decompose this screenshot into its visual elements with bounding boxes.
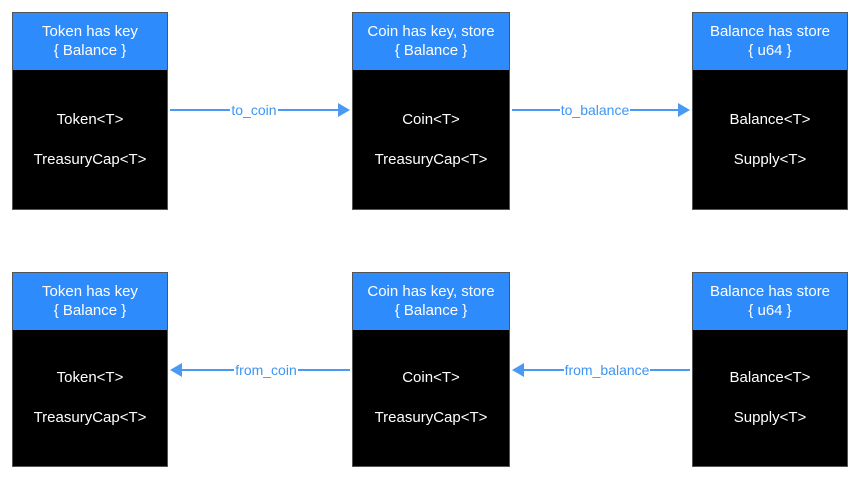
node-header-line-2: { Balance } — [394, 42, 468, 59]
node-coin-top[interactable]: Coin has key, store { Balance } Coin<T> … — [352, 12, 510, 210]
node-body-line-1: Token<T> — [56, 110, 124, 128]
node-token-top[interactable]: Token has key { Balance } Token<T> Treas… — [12, 12, 168, 210]
node-header-line-2: { Balance } — [53, 42, 127, 59]
edge-line-segment — [650, 369, 691, 371]
edge-label-to-coin: to_coin — [231, 102, 277, 118]
node-body: Token<T> TreasuryCap<T> — [13, 70, 167, 209]
node-header-line-2: { u64 } — [748, 42, 792, 59]
node-header-line-1: Token has key — [42, 283, 138, 300]
node-header: Coin has key, store { Balance } — [353, 13, 509, 70]
edge-label-to-balance: to_balance — [560, 102, 630, 118]
edge-line-segment — [182, 369, 235, 371]
edge-from-balance: from_balance — [512, 357, 691, 383]
node-body: Coin<T> TreasuryCap<T> — [353, 70, 509, 209]
node-token-bottom[interactable]: Token has key { Balance } Token<T> Treas… — [12, 272, 168, 467]
edge-to-balance: to_balance — [512, 97, 691, 123]
arrow-right-icon — [678, 103, 691, 117]
node-body-line-2: Supply<T> — [733, 150, 807, 168]
node-balance-top[interactable]: Balance has store { u64 } Balance<T> Sup… — [692, 12, 848, 210]
node-body-line-1: Coin<T> — [402, 110, 460, 128]
node-body-line-2: TreasuryCap<T> — [33, 409, 147, 426]
node-body: Balance<T> Supply<T> — [693, 70, 847, 209]
node-balance-bottom[interactable]: Balance has store { u64 } Balance<T> Sup… — [692, 272, 848, 467]
node-header-line-2: { Balance } — [53, 302, 127, 319]
node-coin-bottom[interactable]: Coin has key, store { Balance } Coin<T> … — [352, 272, 510, 467]
node-body-line-2: TreasuryCap<T> — [374, 409, 488, 426]
node-header: Balance has store { u64 } — [693, 13, 847, 70]
edge-line-segment — [277, 109, 338, 111]
node-body-line-1: Balance<T> — [729, 369, 811, 386]
arrow-right-icon — [338, 103, 350, 117]
edge-label-from-coin: from_coin — [235, 362, 297, 378]
edge-line-segment — [524, 369, 564, 371]
edge-line-segment — [170, 109, 231, 111]
node-header-line-1: Balance has store — [709, 283, 831, 300]
node-header-line-2: { u64 } — [748, 302, 792, 319]
edge-line-segment — [512, 109, 560, 111]
node-header-line-1: Coin has key, store — [367, 23, 495, 40]
node-header: Token has key { Balance } — [13, 13, 167, 70]
node-body: Coin<T> TreasuryCap<T> — [353, 330, 509, 466]
arrow-left-icon — [170, 363, 182, 377]
arrow-left-icon — [512, 363, 524, 377]
node-body-line-1: Coin<T> — [402, 369, 460, 386]
edge-label-from-balance: from_balance — [564, 362, 650, 378]
node-header-line-2: { Balance } — [394, 302, 468, 319]
node-header-line-1: Token has key — [42, 23, 138, 40]
node-body-line-1: Balance<T> — [729, 110, 811, 128]
node-body-line-1: Token<T> — [56, 369, 124, 386]
node-body-line-2: TreasuryCap<T> — [33, 150, 147, 168]
edge-line-segment — [297, 369, 350, 371]
node-header-line-1: Balance has store — [709, 23, 831, 40]
edge-to-coin: to_coin — [170, 97, 350, 123]
edge-line-segment — [630, 109, 679, 111]
node-header: Coin has key, store { Balance } — [353, 273, 509, 330]
node-body: Balance<T> Supply<T> — [693, 330, 847, 466]
node-body-line-2: TreasuryCap<T> — [374, 150, 488, 168]
node-header-line-1: Coin has key, store — [367, 283, 495, 300]
node-header: Balance has store { u64 } — [693, 273, 847, 330]
edge-from-coin: from_coin — [170, 357, 350, 383]
node-header: Token has key { Balance } — [13, 273, 167, 330]
node-body: Token<T> TreasuryCap<T> — [13, 330, 167, 466]
node-body-line-2: Supply<T> — [733, 409, 807, 426]
